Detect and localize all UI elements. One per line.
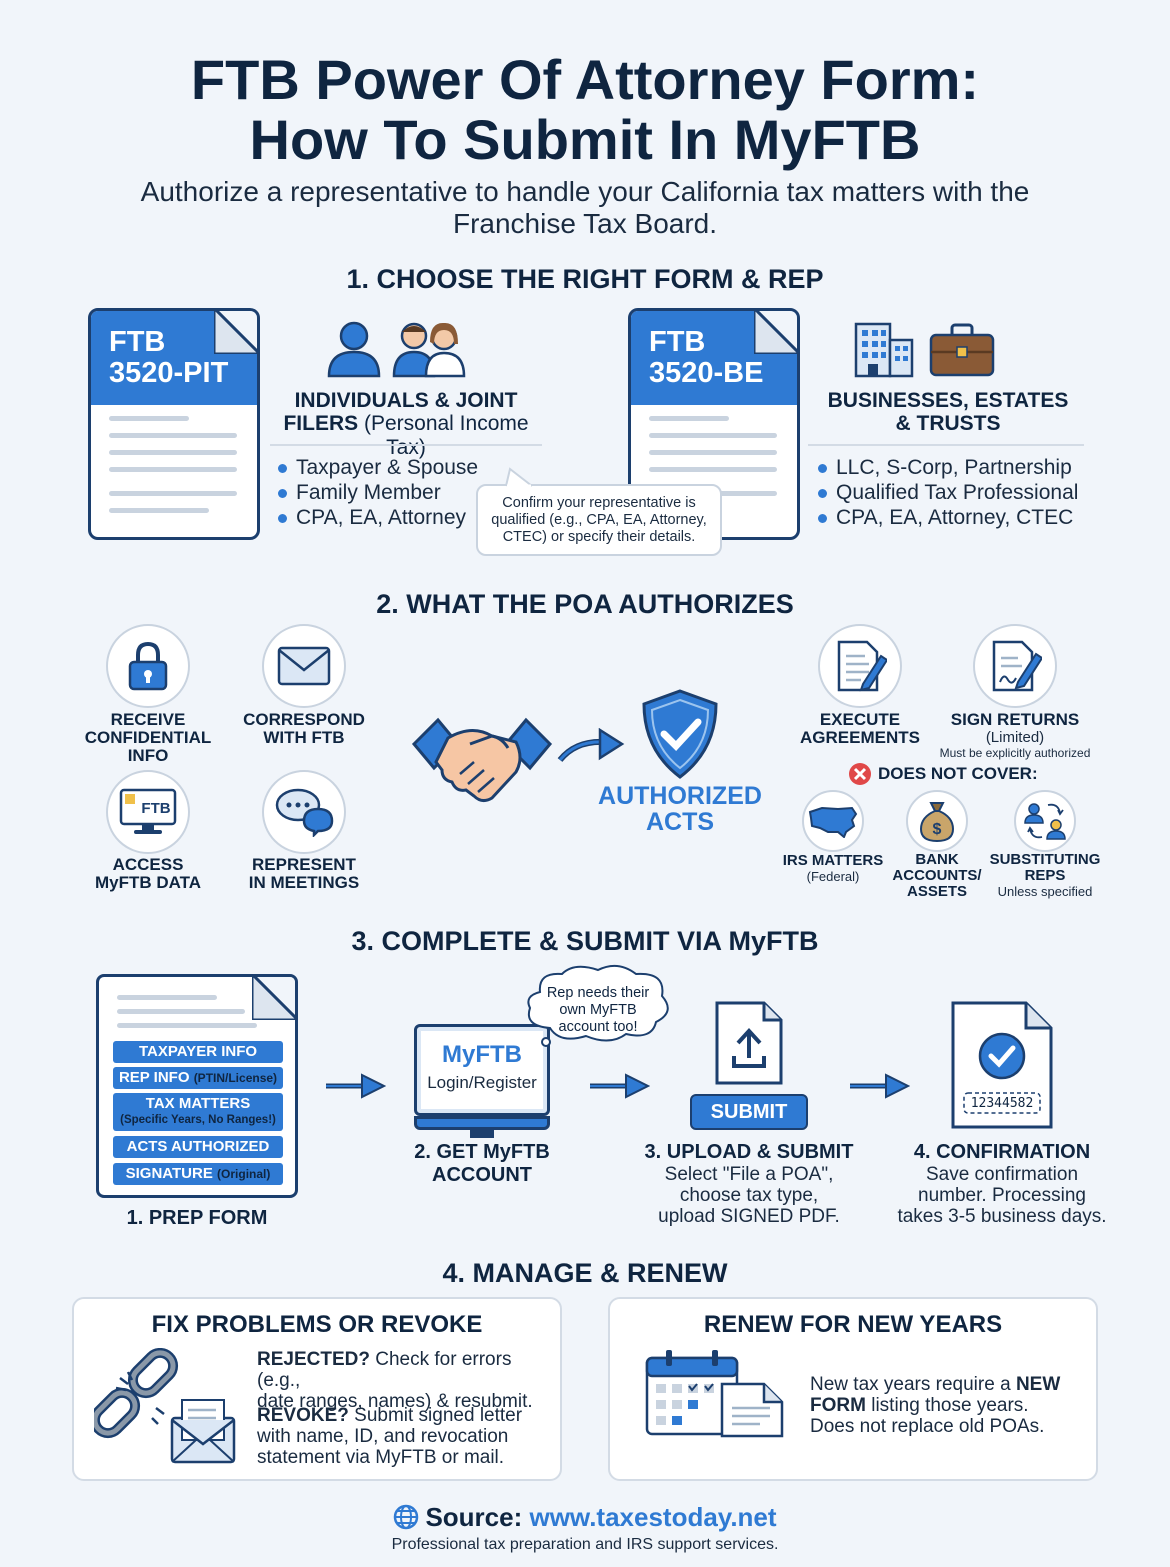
divider — [270, 444, 542, 446]
thought-cloud — [527, 964, 669, 1047]
footer-tagline: Professional tax preparation and IRS sup… — [391, 1536, 779, 1553]
document-pen-icon — [837, 640, 887, 692]
be-eligible-list: LLC, S-Corp, Partnership Qualified Tax P… — [818, 455, 1078, 530]
page-fold-icon — [252, 977, 295, 1020]
arrow-right-icon — [326, 1073, 386, 1099]
broken-chain-icon — [94, 1348, 179, 1439]
substituting-reps-label: SUBSTITUTING REPS Unless specified — [989, 851, 1101, 900]
divider — [808, 444, 1084, 446]
swap-reps-icon-circle — [1014, 790, 1076, 852]
form-field-rep-info: REP INFO (PTIN/License) — [113, 1067, 283, 1089]
callout-pointer — [505, 467, 533, 487]
confirmation-document-icon — [951, 1001, 1053, 1129]
pit-title: INDIVIDUALS & JOINT FILERS (Personal Inc… — [283, 389, 529, 459]
handshake-icon — [412, 717, 552, 803]
money-bag-icon: $ — [919, 802, 955, 843]
letter-envelope-icon — [170, 1399, 236, 1464]
form-field-taxpayer-info: TAXPAYER INFO — [113, 1041, 283, 1063]
renew-panel: RENEW FOR NEW YEARS — [608, 1297, 1098, 1481]
monitor-base — [414, 1116, 550, 1130]
screen-text: FTB — [141, 800, 170, 817]
represent-label: REPRESENT IN MEETINGS — [248, 855, 360, 892]
pit-eligible-list: Taxpayer & Spouse Family Member CPA, EA,… — [278, 455, 478, 530]
us-map-icon — [808, 806, 858, 838]
section1-heading: 1. CHOOSE THE RIGHT FORM & REP — [346, 264, 824, 294]
form-field-tax-matters: TAX MATTERS(Specific Years, No Ranges!) — [113, 1093, 283, 1131]
form-3520-pit-document: FTB 3520-PIT — [88, 308, 260, 540]
source-link[interactable]: www.taxestoday.net — [529, 1502, 777, 1532]
lock-icon-circle — [106, 624, 190, 708]
list-item: CPA, EA, Attorney — [278, 505, 478, 530]
step3-label: 3. UPLOAD & SUBMIT Select "File a POA", … — [644, 1141, 854, 1227]
access-data-label: ACCESS MyFTB DATA — [94, 855, 202, 892]
person-icon — [327, 321, 381, 378]
office-building-icon — [854, 322, 914, 378]
briefcase-icon — [929, 323, 995, 377]
money-bag-icon-circle: $ — [906, 790, 968, 852]
form-field-signature: SIGNATURE (Original) — [113, 1163, 283, 1185]
agreement-icon-circle — [818, 624, 902, 708]
calendar-document-icon — [645, 1350, 784, 1438]
envelope-icon — [277, 646, 331, 686]
envelope-icon-circle — [262, 624, 346, 708]
callout-bubble: Confirm your representative is qualified… — [476, 484, 722, 556]
step4-label: 4. CONFIRMATION Save confirmation number… — [897, 1141, 1107, 1227]
page-fold-icon — [754, 311, 797, 354]
step2-label: 2. GET MyFTB ACCOUNT — [414, 1141, 550, 1186]
does-not-cover-label: DOES NOT COVER: — [878, 764, 1038, 783]
section3-heading: 3. COMPLETE & SUBMIT VIA MyFTB — [351, 926, 819, 956]
authorized-acts-label: AUTHORIZED ACTS — [598, 782, 762, 836]
list-item: Taxpayer & Spouse — [278, 455, 478, 480]
computer-monitor-icon: FTB — [119, 788, 177, 834]
list-item: Family Member — [278, 480, 478, 505]
computer-icon-circle: FTB — [106, 770, 190, 854]
sign-returns-label: SIGN RETURNS (Limited) Must be explicitl… — [939, 710, 1091, 761]
section4-heading: 4. MANAGE & RENEW — [442, 1258, 728, 1288]
poa-form-document: TAXPAYER INFO REP INFO (PTIN/License) TA… — [96, 974, 298, 1198]
step1-label: 1. PREP FORM — [126, 1207, 268, 1229]
check-circle-icon — [978, 1032, 1026, 1080]
close-x-icon — [849, 763, 871, 785]
list-item: LLC, S-Corp, Partnership — [818, 455, 1078, 480]
irs-matters-label: IRS MATTERS (Federal) — [782, 852, 884, 884]
swap-people-icon — [1024, 803, 1066, 840]
source-line: Source: www.taxestoday.net — [0, 1502, 1170, 1533]
rejected-text: REJECTED? Check for errors (e.g., date r… — [257, 1349, 533, 1412]
page-subtitle: Authorize a representative to handle you… — [140, 176, 1030, 239]
section2-heading: 2. WHAT THE POA AUTHORIZES — [376, 589, 794, 619]
page-title: FTB Power Of Attorney Form: How To Submi… — [190, 48, 980, 171]
confirmation-number: 12344582 — [970, 1096, 1034, 1111]
receive-info-label: RECEIVE CONFIDENTIAL INFO — [84, 710, 212, 765]
couple-icon — [392, 322, 466, 378]
globe-icon — [394, 1504, 419, 1530]
signature-document-icon — [992, 640, 1042, 692]
submit-button[interactable]: SUBMIT — [690, 1094, 808, 1130]
shield-check-icon — [642, 689, 718, 779]
form-3520-be-document: FTB 3520-BE — [628, 308, 800, 540]
correspond-label: CORRESPOND WITH FTB — [243, 710, 365, 747]
rep-account-note: Rep needs their own MyFTB account too! — [546, 985, 650, 1035]
arrow-right-icon — [850, 1073, 910, 1099]
us-map-icon-circle — [802, 790, 864, 852]
upload-document-icon — [715, 1001, 783, 1085]
lock-icon — [128, 641, 168, 691]
list-item: CPA, EA, Attorney, CTEC — [818, 505, 1078, 530]
form-field-acts-authorized: ACTS AUTHORIZED — [113, 1136, 283, 1158]
be-title: BUSINESSES, ESTATES & TRUSTS — [827, 389, 1069, 435]
arrow-right-icon — [590, 1073, 650, 1099]
execute-agreements-label: EXECUTE AGREEMENTS — [800, 710, 920, 747]
chat-icon-circle — [262, 770, 346, 854]
myftb-login-screen: MyFTB Login/Register — [414, 1024, 550, 1116]
chat-bubbles-icon — [275, 788, 334, 837]
list-item: Qualified Tax Professional — [818, 480, 1078, 505]
renew-text: New tax years require a NEW FORM listing… — [810, 1374, 1061, 1437]
arrow-right-icon — [557, 728, 625, 762]
revoke-text: REVOKE? Submit signed letter with name, … — [257, 1405, 523, 1468]
sign-icon-circle — [973, 624, 1057, 708]
page-fold-icon — [214, 311, 257, 354]
svg-text:$: $ — [933, 821, 942, 838]
bank-accounts-label: BANK ACCOUNTS/ ASSETS — [892, 851, 982, 900]
